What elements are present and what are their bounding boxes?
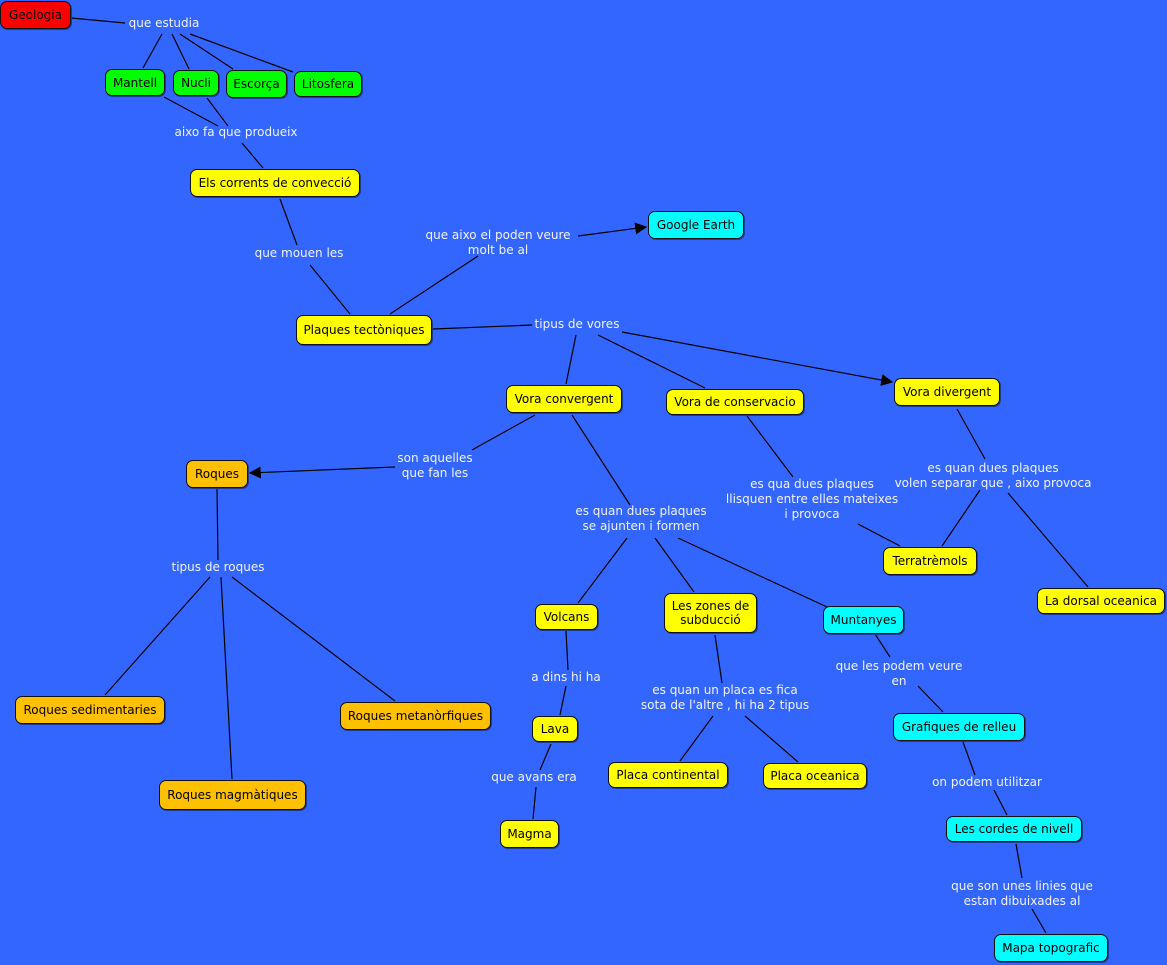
link-utilitzar: on podem utilitzar: [932, 775, 1042, 789]
concept-cordes-nivell[interactable]: Les cordes de nivell: [946, 816, 1082, 842]
concept-grafiques-relleu[interactable]: Grafiques de relleu: [893, 713, 1025, 741]
link-que-estudia: que estudia: [128, 16, 200, 30]
concept-zones-subduccio[interactable]: Les zones de subducció: [664, 593, 757, 633]
concept-lava[interactable]: Lava: [532, 716, 578, 742]
concept-volcans[interactable]: Volcans: [535, 604, 598, 630]
concept-nucli[interactable]: Nucli: [173, 70, 219, 96]
concept-placa-continental[interactable]: Placa continental: [608, 762, 728, 788]
concept-escorca[interactable]: Escorça: [226, 70, 287, 98]
link-tipus-roques: tipus de roques: [171, 560, 265, 574]
concept-magma[interactable]: Magma: [500, 820, 559, 848]
concept-geologia[interactable]: Geologia: [0, 1, 71, 29]
concept-google-earth[interactable]: Google Earth: [648, 211, 744, 239]
concept-corrents-conveccio[interactable]: Els corrents de convecció: [190, 169, 360, 197]
link-linies: que son unes linies que estan dibuixades…: [951, 879, 1093, 908]
concept-plaques-tectoniques[interactable]: Plaques tectòniques: [296, 315, 432, 345]
link-son-aquelles: son aquelles que fan les: [397, 451, 473, 480]
concept-dorsal-oceanica[interactable]: La dorsal oceanica: [1037, 588, 1165, 614]
concept-mapa-topografic[interactable]: Mapa topografic: [994, 934, 1108, 962]
link-produeix: aixo fa que produeix: [174, 125, 298, 139]
concept-mantell[interactable]: Mantell: [105, 69, 165, 96]
link-mouen: que mouen les: [254, 246, 344, 260]
link-llisquen: es qua dues plaques llisquen entre elles…: [725, 477, 899, 521]
concept-vora-convergent[interactable]: Vora convergent: [506, 385, 622, 413]
link-fica: es quan un placa es fica sota de l'altre…: [640, 683, 810, 712]
link-separar: es quan dues plaques volen separar que ,…: [894, 461, 1092, 490]
concept-roques-magmatiques[interactable]: Roques magmàtiques: [159, 780, 306, 810]
link-podem-veure: que les podem veure en: [835, 659, 963, 688]
concept-roques-sedimentaries[interactable]: Roques sedimentaries: [15, 696, 165, 724]
concept-vora-conservacio[interactable]: Vora de conservacio: [666, 389, 804, 415]
link-veure: que aixo el poden veure molt be al: [425, 228, 571, 257]
concept-roques[interactable]: Roques: [186, 460, 248, 488]
concept-litosfera[interactable]: Litosfera: [294, 71, 362, 97]
link-dins: a dins hi ha: [531, 670, 601, 684]
concept-roques-metamorfiques[interactable]: Roques metanòrfiques: [340, 702, 491, 730]
concept-muntanyes[interactable]: Muntanyes: [823, 606, 904, 634]
link-ajunten: es quan dues plaques se ajunten i formen: [575, 504, 707, 533]
concept-placa-oceanica[interactable]: Placa oceanica: [763, 763, 867, 789]
concept-terratremols[interactable]: Terratrèmols: [883, 547, 977, 575]
concept-vora-divergent[interactable]: Vora divergent: [894, 378, 1000, 406]
link-tipus-vores: tipus de vores: [534, 317, 620, 331]
link-avans: que avans era: [491, 770, 577, 784]
